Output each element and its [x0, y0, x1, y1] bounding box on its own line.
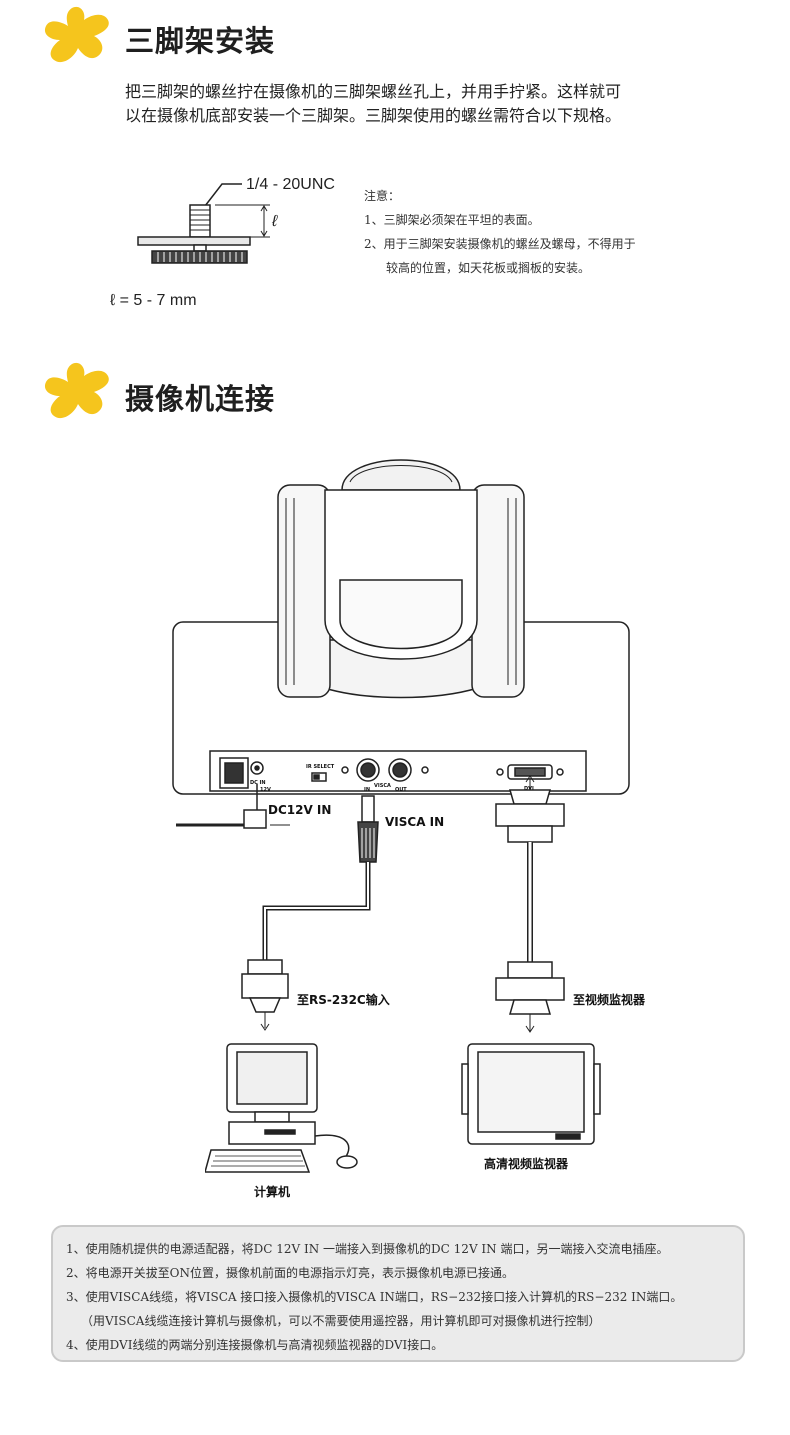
rs232-input-label: 至RS-232C输入: [297, 993, 390, 1007]
hd-monitor-caption: 高清视频监视器: [484, 1157, 569, 1171]
instruction-line: 1、使用随机提供的电源适配器，将DC 12V IN 一端接入到摄像机的DC 12…: [66, 1242, 669, 1256]
tripod-intro-line: 把三脚架的螺丝拧在摄像机的三脚架螺丝孔上，并用手拧紧。这样就可: [125, 82, 622, 101]
tripod-section-title: 三脚架安装: [125, 24, 276, 58]
visca-label: VISCA: [374, 783, 391, 789]
dvi-port-label: DVI: [524, 786, 534, 792]
yellow-splat-icon: [44, 6, 109, 63]
tripod-intro-line: 以在摄像机底部安装一个三脚架。三脚架使用的螺丝需符合以下规格。: [125, 106, 622, 125]
instruction-line: 2、将电源开关拔至ON位置，摄像机前面的电源指示灯亮，表示摄像机电源已接通。: [66, 1266, 514, 1280]
length-symbol: ℓ: [272, 213, 278, 230]
dc-in-port-label: DC IN: [250, 780, 266, 786]
note-item: 2、用于三脚架安装摄像机的螺丝及螺母，不得用于: [364, 237, 636, 251]
visca-in-label: VISCA IN: [385, 815, 445, 829]
instruction-line: 4、使用DVI线缆的两端分别连接摄像机与高清视频监视器的DVI接口。: [66, 1338, 444, 1352]
hd-monitor-icon: [461, 1043, 601, 1145]
instruction-line: 3、使用VISCA线缆，将VISCA 接口接入摄像机的VISCA IN端口，RS…: [66, 1290, 683, 1304]
video-monitor-label: 至视频监视器: [573, 993, 646, 1007]
instruction-line: （用VISCA线缆连接计算机与摄像机，可以不需要使用遥控器，用计算机即可对摄像机…: [81, 1314, 601, 1328]
length-spec: ℓ = 5 - 7 mm: [110, 292, 197, 309]
note-item: 较高的位置，如天花板或搁板的安装。: [386, 261, 591, 275]
yellow-splat-icon: [44, 362, 109, 419]
instructions-panel: 1、使用随机提供的电源适配器，将DC 12V IN 一端接入到摄像机的DC 12…: [51, 1225, 745, 1362]
cable-diagram: [176, 775, 565, 1033]
ir-select-label: IR SELECT: [306, 764, 335, 770]
tripod-notes: 注意： 1、三脚架必须架在平坦的表面。 2、用于三脚架安装摄像机的螺丝及螺母，不…: [364, 184, 636, 280]
computer-caption: 计算机: [254, 1185, 291, 1199]
tripod-intro: 把三脚架的螺丝拧在摄像机的三脚架螺丝孔上，并用手拧紧。这样就可 以在摄像机底部安…: [125, 80, 705, 128]
computer-icon: [205, 1043, 358, 1173]
dc12v-in-label: DC12V IN: [268, 803, 332, 817]
thread-spec-label: 1/4 - 20UNC: [246, 176, 335, 193]
notes-heading: 注意：: [364, 189, 401, 203]
note-item: 1、三脚架必须架在平坦的表面。: [364, 213, 540, 227]
visca-in-port-label: IN: [364, 787, 370, 793]
ptz-camera-rear-view: DC IN 12V IR SELECT VISCA IN OUT DVI: [172, 459, 630, 795]
connection-section-title: 摄像机连接: [125, 382, 276, 416]
tripod-screw-diagram: [137, 183, 270, 264]
dc-12v-port-label: 12V: [260, 787, 271, 793]
visca-out-port-label: OUT: [395, 787, 407, 793]
